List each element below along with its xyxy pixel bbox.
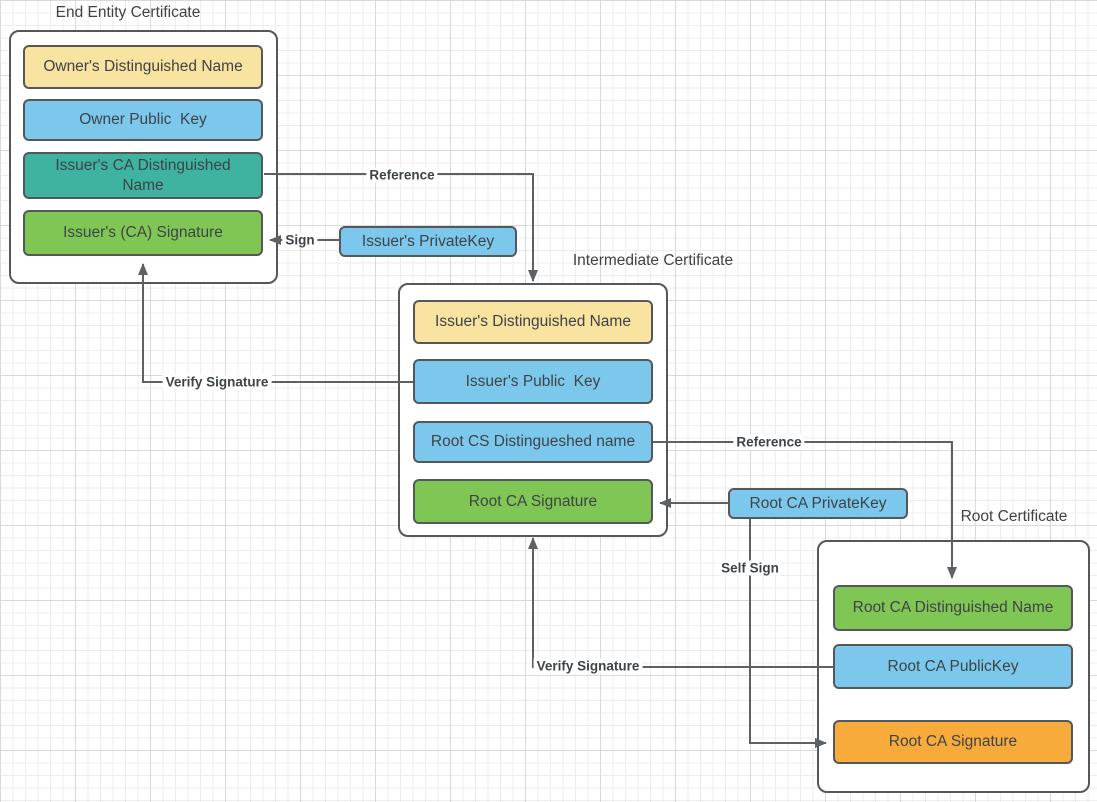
- node-issuer-ca-distinguished-name[interactable]: Issuer's CA Distinguished Name: [23, 152, 263, 199]
- label-reference-1[interactable]: Reference: [366, 167, 438, 183]
- node-root-ca-private-key[interactable]: Root CA PrivateKey: [728, 488, 908, 519]
- node-issuer-ca-signature[interactable]: Issuer's (CA) Signature: [23, 210, 263, 256]
- node-issuer-private-key[interactable]: Issuer's PrivateKey: [339, 226, 517, 257]
- node-root-ca-public-key[interactable]: Root CA PublicKey: [833, 644, 1073, 689]
- node-label: Owner's Distinguished Name: [43, 58, 243, 76]
- edge-verify-signature-2[interactable]: [528, 537, 833, 668]
- node-root-ca-signature-root[interactable]: Root CA Signature: [833, 720, 1073, 764]
- node-label: Issuer's (CA) Signature: [63, 224, 223, 242]
- node-label: Issuer's CA Distinguished Name: [55, 157, 231, 194]
- node-label: Issuer's PrivateKey: [361, 232, 495, 250]
- node-root-cs-distingueshed-name[interactable]: Root CS Distingueshed name: [413, 421, 653, 463]
- edge-self-sign[interactable]: [749, 519, 827, 748]
- label-verify-signature-1[interactable]: Verify Signature: [162, 374, 272, 390]
- title-root-certificate[interactable]: Root Certificate: [960, 508, 1068, 525]
- node-issuer-public-key[interactable]: Issuer's Public Key: [413, 359, 653, 404]
- title-intermediate-certificate[interactable]: Intermediate Certificate: [572, 252, 734, 269]
- node-label: Root CA Signature: [468, 492, 598, 510]
- node-owner-distinguished-name[interactable]: Owner's Distinguished Name: [23, 45, 263, 89]
- node-label: Owner Public Key: [79, 111, 207, 129]
- node-label: Issuer's Public Key: [465, 372, 601, 390]
- node-issuer-distinguished-name[interactable]: Issuer's Distinguished Name: [413, 300, 653, 344]
- node-root-ca-distinguished-name[interactable]: Root CA Distinguished Name: [833, 585, 1073, 631]
- label-verify-signature-2[interactable]: Verify Signature: [533, 658, 643, 674]
- node-label: Root CS Distingueshed name: [430, 433, 636, 451]
- node-label: Root CA PrivateKey: [749, 494, 887, 512]
- label-reference-2[interactable]: Reference: [733, 434, 805, 450]
- node-label: Root CA Signature: [888, 733, 1018, 751]
- label-sign[interactable]: Sign: [282, 232, 318, 248]
- node-root-ca-signature-intermediate[interactable]: Root CA Signature: [413, 479, 653, 524]
- title-end-entity-certificate[interactable]: End Entity Certificate: [55, 4, 201, 21]
- node-label: Issuer's Distinguished Name: [435, 313, 631, 331]
- label-self-sign[interactable]: Self Sign: [718, 560, 782, 576]
- node-owner-public-key[interactable]: Owner Public Key: [23, 99, 263, 141]
- node-label: Root CA Distinguished Name: [852, 599, 1054, 617]
- node-label: Root CA PublicKey: [887, 657, 1019, 675]
